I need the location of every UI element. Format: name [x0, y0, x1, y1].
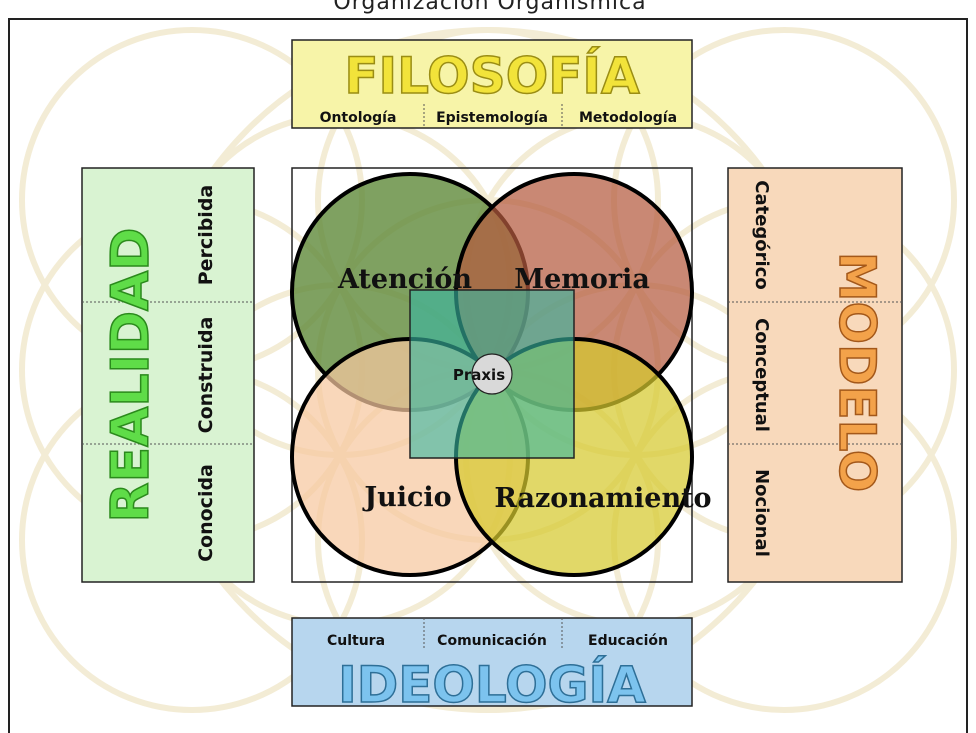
realidad-title: REALIDAD	[101, 228, 161, 523]
realidad-item-percibida: Percibida	[195, 185, 217, 286]
modelo-title: MODELO	[828, 252, 886, 493]
modelo-item-nocional: Nocional	[751, 469, 772, 557]
label-razonamiento: Razonamiento	[494, 483, 711, 514]
ideologia-box: Cultura Comunicación Educación IDEOLOGÍA	[291, 617, 693, 715]
ideologia-item-cultura: Cultura	[327, 633, 385, 649]
realidad-item-construida: Construida	[195, 317, 217, 434]
center-frame	[291, 167, 693, 583]
realidad-item-conocida: Conocida	[195, 464, 217, 562]
filosofia-box-bg	[291, 39, 693, 129]
filosofia-item-metodologia: Metodología	[579, 110, 677, 126]
label-memoria: Memoria	[514, 264, 650, 295]
modelo-item-conceptual: Conceptual	[751, 318, 772, 432]
praxis-label: Praxis	[453, 366, 505, 384]
ideologia-box-bg	[291, 617, 693, 707]
praxis-circle	[471, 353, 513, 395]
filosofia-item-epistemologia: Epistemología	[436, 110, 548, 126]
label-atencion: Atención	[337, 264, 472, 295]
label-juicio: Juicio	[362, 482, 451, 513]
realidad-box: REALIDAD Percibida Construida Conocida	[81, 167, 255, 583]
modelo-item-categorico: Categórico	[751, 180, 772, 290]
filosofia-item-ontologia: Ontología	[320, 110, 397, 126]
cropped-top-title: Organización Organísmica	[333, 0, 647, 14]
ideologia-item-comunicacion: Comunicación	[437, 633, 547, 649]
ideologia-title: IDEOLOGÍA	[338, 655, 646, 714]
filosofia-box: FILOSOFÍA Ontología Epistemología Metodo…	[291, 39, 693, 129]
modelo-box: MODELO Categórico Conceptual Nocional	[727, 167, 903, 583]
modelo-box-bg	[727, 167, 903, 583]
filosofia-title: FILOSOFÍA	[344, 46, 640, 105]
ideologia-item-educacion: Educación	[588, 633, 668, 649]
realidad-box-bg	[81, 167, 255, 583]
